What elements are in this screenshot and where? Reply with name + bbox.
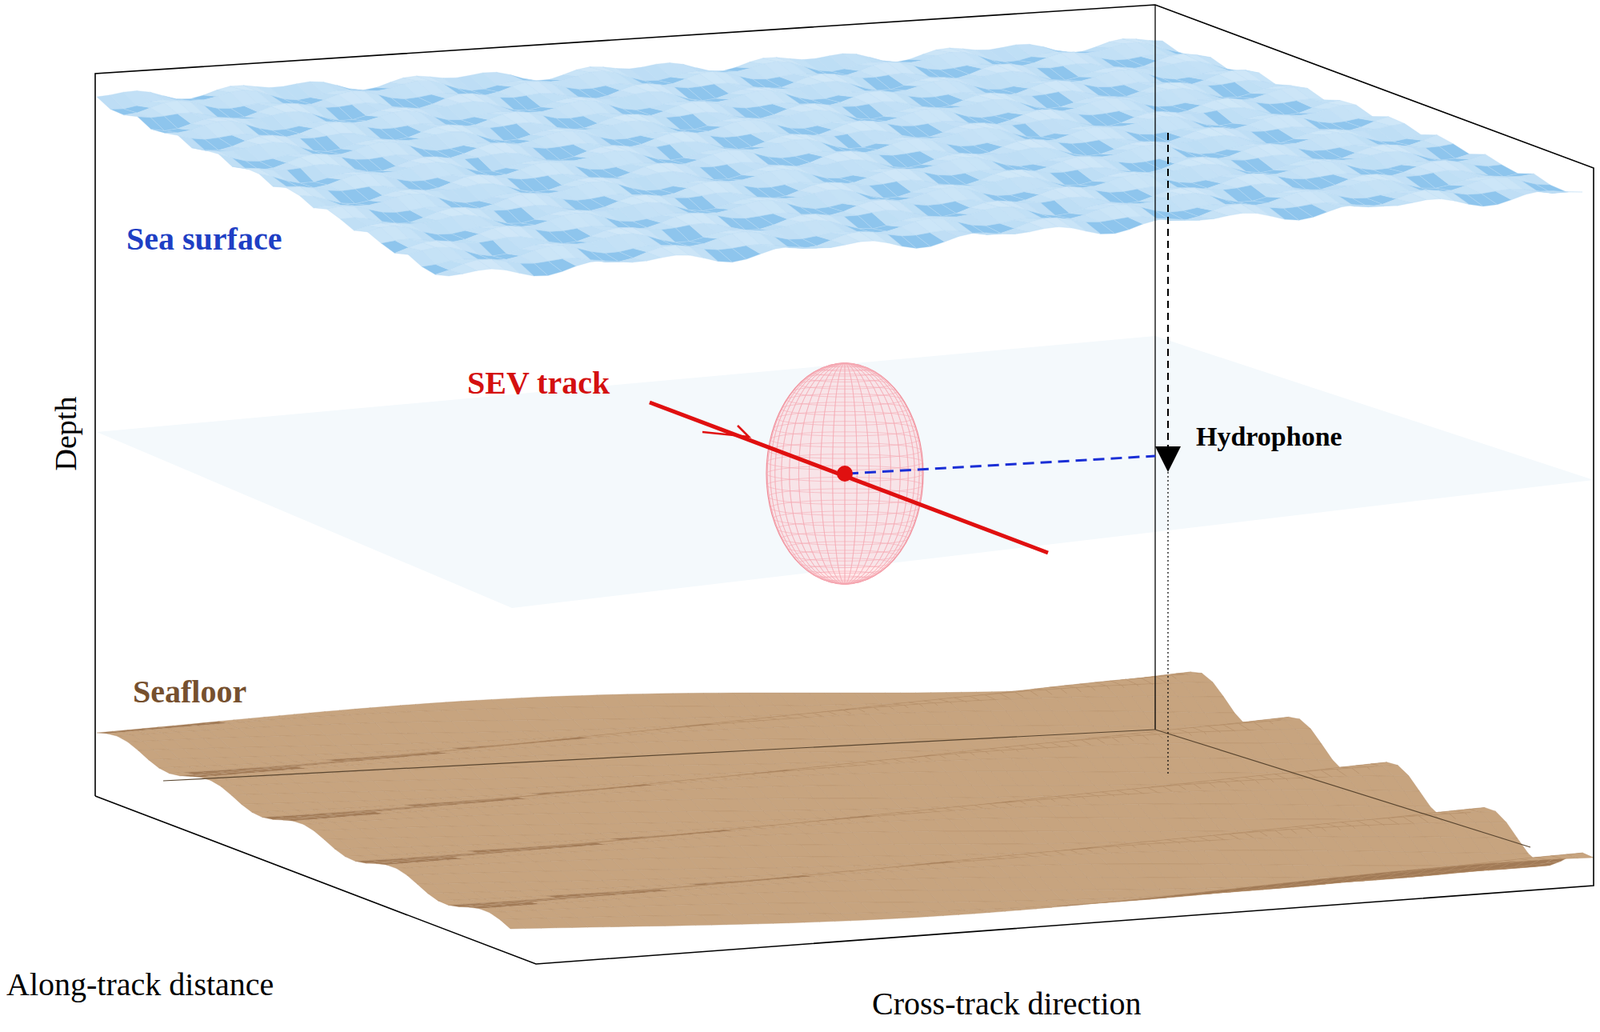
seafloor-mesh	[96, 672, 1594, 929]
